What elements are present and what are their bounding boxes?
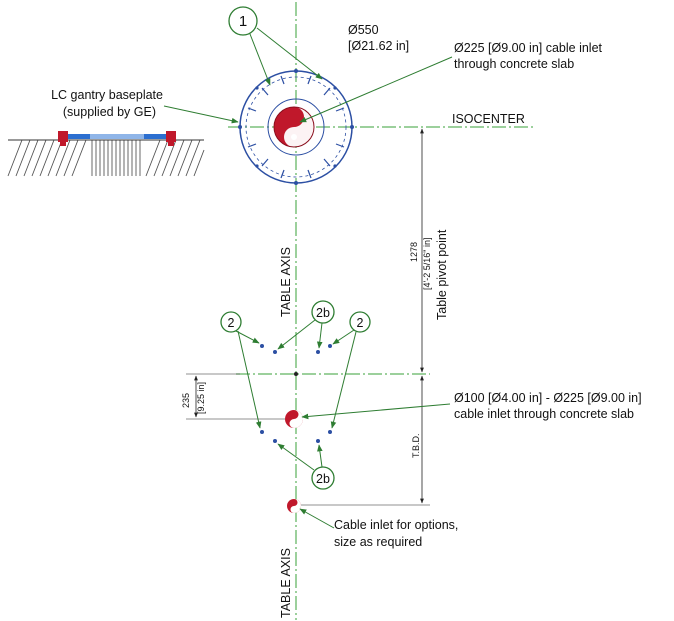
table-pivot-label: Table pivot point xyxy=(435,229,449,320)
dim-1278-in-label: [4'-2 5/16" in] xyxy=(422,238,432,290)
dim-235-label: 235 xyxy=(181,393,191,408)
callout-1-label: 1 xyxy=(239,13,247,30)
options-line2: size as required xyxy=(334,535,422,549)
cable-inlet-100 xyxy=(285,410,303,428)
callout-2-left: 2 xyxy=(220,311,262,429)
cable-inlet-options xyxy=(287,499,301,513)
inlet-100-line2: cable inlet through concrete slab xyxy=(454,407,634,421)
dimension-tbd xyxy=(300,375,430,506)
baseplate-line2: (supplied by GE) xyxy=(63,105,156,119)
cable-inlet-225 xyxy=(273,106,315,148)
callout-2b-bottom-label: 2b xyxy=(316,472,330,486)
pivot-point xyxy=(294,372,298,376)
callout-1: 1 xyxy=(228,6,323,86)
tbd-label: T.B.D. xyxy=(411,433,421,458)
table-axis-top-label: TABLE AXIS xyxy=(279,247,293,317)
inlet-225-line1: Ø225 [Ø9.00 in] cable inlet xyxy=(454,41,603,55)
options-line1: Cable inlet for options, xyxy=(334,518,458,532)
baseplate-line1: LC gantry baseplate xyxy=(51,88,163,102)
callout-2-right-label: 2 xyxy=(357,316,364,330)
anchor-holes xyxy=(260,344,332,443)
callout-2b-top-label: 2b xyxy=(316,306,330,320)
inlet-225-leader xyxy=(299,56,453,123)
baseplate-side-view xyxy=(7,131,205,177)
table-axis-bottom-label: TABLE AXIS xyxy=(279,548,293,618)
callout-2b-top: 2b xyxy=(277,300,335,350)
dim-1278-label: 1278 xyxy=(409,242,419,262)
inlet-100-leader xyxy=(301,403,451,420)
callout-2-left-label: 2 xyxy=(228,316,235,330)
options-leader xyxy=(299,508,335,529)
dia-550-in-label: [Ø21.62 in] xyxy=(348,39,409,53)
inlet-100-line1: Ø100 [Ø4.00 in] - Ø225 [Ø9.00 in] xyxy=(454,391,642,405)
inlet-225-line2: through concrete slab xyxy=(454,57,574,71)
isocenter-label: ISOCENTER xyxy=(452,112,525,126)
dimension-235 xyxy=(186,373,288,420)
callout-2-right: 2 xyxy=(330,311,371,429)
callout-2b-bottom: 2b xyxy=(277,443,335,490)
baseplate-leader xyxy=(163,105,239,124)
gantry-baseplate xyxy=(238,69,354,185)
dim-235-in-label: [9.25 in] xyxy=(196,382,206,414)
dia-550-label: Ø550 xyxy=(348,23,379,37)
